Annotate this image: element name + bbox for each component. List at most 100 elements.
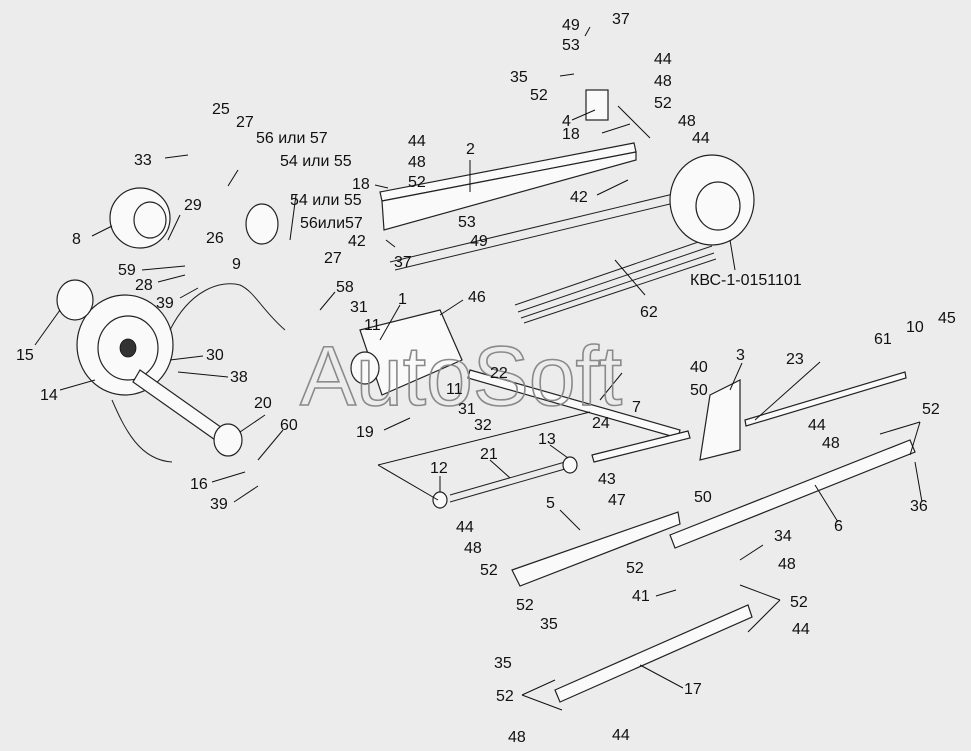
callout: 1 [398, 291, 407, 308]
leader-18-b [374, 184, 389, 189]
callout: 53 [562, 37, 580, 54]
leader-52-f [879, 421, 921, 435]
bolt-24 [591, 430, 691, 463]
callout: 31 [458, 401, 476, 418]
leader-16 [211, 471, 246, 483]
callout: 2 [466, 141, 475, 158]
leader-29 [167, 214, 181, 241]
callout: 26 [206, 230, 224, 247]
cover-17 [554, 604, 753, 703]
callout: 5 [546, 495, 555, 512]
callout: 18 [562, 126, 580, 143]
leader-54-55-b [289, 194, 297, 241]
callout: 7 [632, 399, 641, 416]
cover-5 [511, 511, 681, 587]
callout: 11 [446, 381, 463, 398]
callout: 30 [206, 347, 224, 364]
callout: 36 [910, 498, 928, 515]
callout: 28 [135, 277, 153, 294]
leader-59 [141, 265, 186, 271]
leader-46 [439, 299, 464, 316]
leader-17 [639, 664, 684, 689]
rod-23 [744, 371, 907, 427]
leader-33 [164, 154, 189, 159]
callout: 44 [808, 417, 826, 434]
callout: 42 [570, 189, 588, 206]
callout: 52 [790, 594, 808, 611]
callout: 27 [324, 250, 342, 267]
leader-14 [59, 379, 96, 391]
callout: 22 [490, 365, 508, 382]
leader-54-55-a [227, 169, 239, 187]
callout: 41 [632, 588, 650, 605]
leader-52-g [909, 421, 921, 456]
callout: 14 [40, 387, 58, 404]
callout: 29 [184, 197, 202, 214]
callout: 48 [678, 113, 696, 130]
callout: 37 [612, 11, 630, 28]
callout: 35 [510, 69, 528, 86]
callout: 4 [562, 113, 571, 130]
pulley-14-hub [119, 338, 137, 358]
spring-nut-12 [432, 491, 448, 509]
callout: 42 [348, 233, 366, 250]
leader-30 [169, 355, 204, 361]
leader-6 [814, 484, 839, 523]
callout: 19 [356, 424, 374, 441]
callout: 32 [474, 417, 492, 434]
callout: 25 [212, 101, 230, 118]
callout: 33 [134, 152, 152, 169]
callout: 52 [516, 597, 534, 614]
callout: 34 [774, 528, 792, 545]
callout: 48 [822, 435, 840, 452]
callout: 35 [494, 655, 512, 672]
leader-5 [559, 509, 581, 531]
callout: 12 [430, 460, 448, 477]
callout: 46 [468, 289, 486, 306]
leader-60 [257, 429, 284, 461]
leader-34 [739, 544, 764, 561]
callout: 27 [236, 114, 254, 131]
leader-kvs [729, 239, 736, 271]
leader-1 [379, 304, 401, 341]
hub-20 [213, 423, 243, 457]
callout: 58 [336, 279, 354, 296]
leader-42-a [596, 179, 629, 196]
leader-3 [729, 362, 743, 391]
v-belt-62 [514, 237, 717, 324]
pulley-kvs-hub [695, 181, 741, 231]
callout: 18 [352, 176, 370, 193]
callout: 47 [608, 492, 626, 509]
callout: 44 [612, 727, 630, 744]
callout: 37 [394, 254, 412, 271]
leader-39-a [179, 287, 199, 299]
leader-lines [34, 26, 923, 711]
leader-52-c [747, 599, 781, 633]
callout: 15 [16, 347, 34, 364]
leader-52-a [617, 105, 651, 139]
callout: 56или57 [300, 215, 363, 232]
leader-42-b [385, 239, 396, 248]
leader-21 [489, 459, 511, 479]
callout: 56 или 57 [256, 130, 328, 147]
pulley-8-hub [133, 201, 167, 239]
leader-spring-l [377, 464, 439, 501]
callout: 62 [640, 304, 658, 321]
leader-8 [91, 225, 113, 237]
callout: 53 [458, 214, 476, 231]
callout: 52 [408, 174, 426, 191]
leader-13 [549, 444, 569, 459]
leader-spring-r [377, 411, 591, 466]
callout: 44 [792, 621, 810, 638]
leader-41 [655, 589, 677, 597]
callout: 13 [538, 431, 556, 448]
assembly-code-label: КВС-1-0151101 [690, 272, 802, 289]
callout: 11 [364, 317, 381, 334]
callout: 48 [778, 556, 796, 573]
callout: 40 [690, 359, 708, 376]
callout: 24 [592, 415, 610, 432]
callout: 31 [350, 299, 368, 316]
leader-58 [319, 291, 336, 311]
leader-35 [559, 73, 575, 77]
